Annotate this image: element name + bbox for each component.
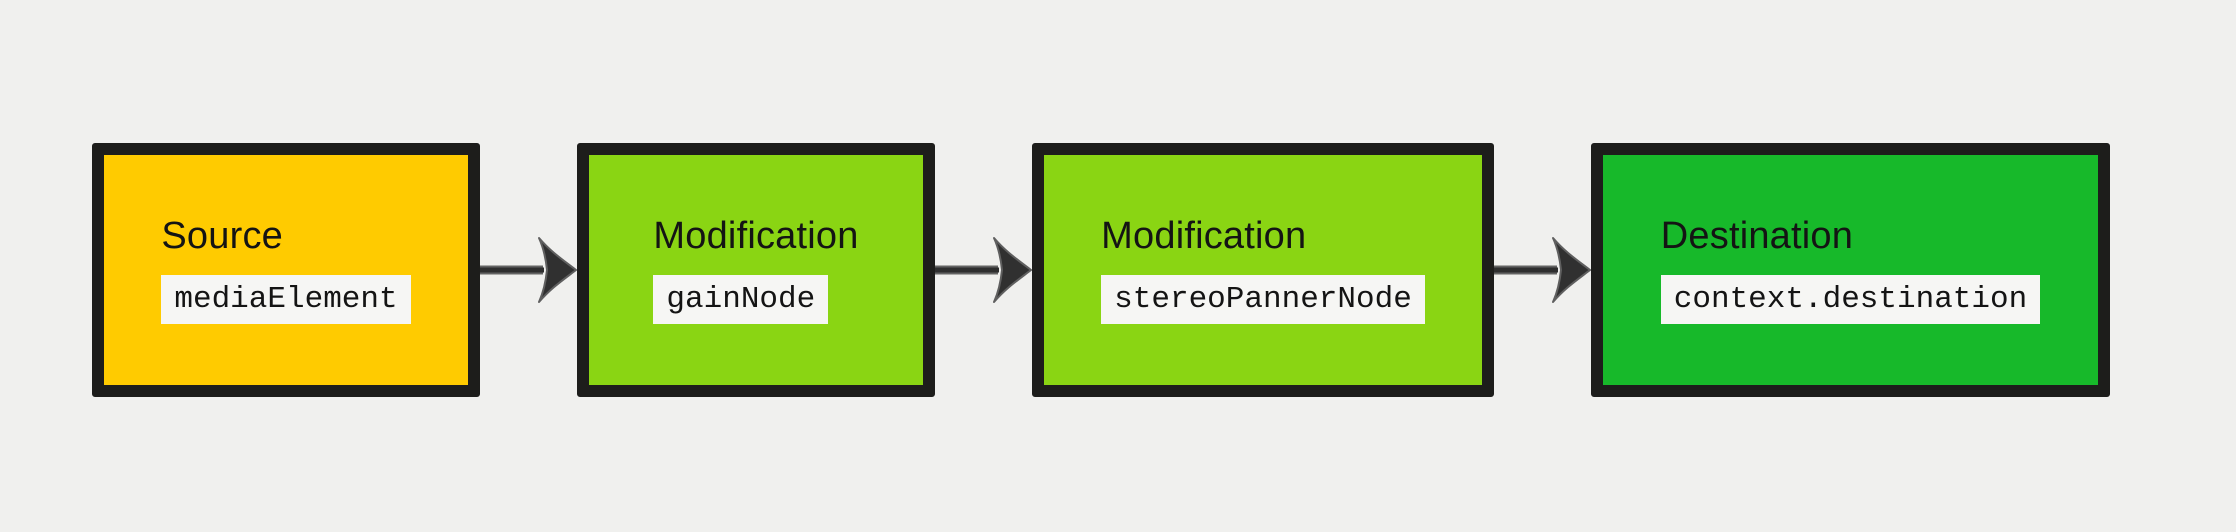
node-content: Modification stereoPannerNode	[1101, 214, 1425, 325]
node-title: Destination	[1660, 214, 1854, 257]
node-code-label: gainNode	[653, 275, 829, 325]
node-code-label: stereoPannerNode	[1101, 275, 1425, 325]
node-modification-2: Modification stereoPannerNode	[1032, 143, 1494, 397]
flow-arrow-icon	[1494, 237, 1591, 303]
node-content: Source mediaElement	[161, 214, 411, 325]
node-title: Modification	[1101, 214, 1307, 257]
node-code-label: mediaElement	[161, 275, 411, 325]
flow-row: Source mediaElement Modification gainNod…	[92, 143, 2110, 397]
node-title: Modification	[653, 214, 859, 257]
node-code-label: context.destination	[1660, 275, 2041, 325]
node-source: Source mediaElement	[92, 143, 480, 397]
node-content: Destination context.destination	[1660, 214, 2041, 325]
node-destination: Destination context.destination	[1591, 143, 2110, 397]
flow-arrow-icon	[935, 237, 1032, 303]
node-title: Source	[161, 214, 283, 257]
node-content: Modification gainNode	[653, 214, 859, 325]
node-modification-1: Modification gainNode	[577, 143, 935, 397]
flow-arrow-icon	[480, 237, 577, 303]
